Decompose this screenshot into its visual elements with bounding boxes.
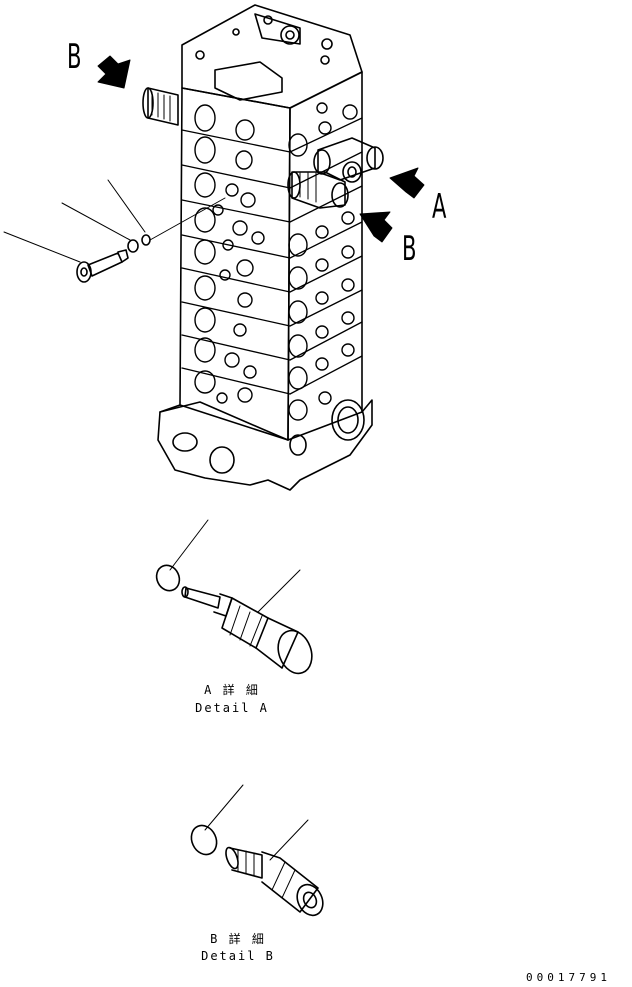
valve-section-lines [181, 117, 363, 395]
exploded-plug-parts [3, 179, 226, 283]
o-ring-large [127, 239, 139, 253]
relief-valve-b-on-body [287, 171, 349, 209]
detail-b-leader-valve [269, 819, 309, 861]
detail-a-leader-valve [257, 569, 301, 613]
detail-b-o-ring [190, 824, 218, 856]
detail-a-relief-valve [181, 586, 313, 675]
detail-b-caption-jp: B 詳 細 [210, 932, 266, 946]
callout-label-b-top: B [67, 37, 82, 77]
valve-right-ports [288, 102, 358, 421]
plug-bolt [76, 249, 129, 283]
o-ring-small [141, 234, 151, 246]
callout-arrows [97, 55, 425, 243]
arrow-b-top [97, 55, 131, 89]
detail-a-drawing [155, 519, 313, 675]
detail-a-caption-en: Detail A [195, 701, 269, 715]
callout-label-b-right: B [402, 229, 417, 269]
detail-b-leader-ring [204, 784, 244, 831]
document-number: 00017791 [526, 971, 611, 984]
detail-a-caption-jp: A 詳 細 [204, 683, 260, 697]
explode-axis-line [149, 197, 226, 241]
leader-line-1 [3, 231, 81, 263]
arrow-a [389, 167, 425, 199]
leader-line-3 [107, 179, 146, 233]
valve-base-block [157, 399, 373, 491]
arrow-b-right [359, 211, 393, 243]
valve-left-ports [194, 104, 265, 404]
relief-valve-a-on-body [313, 137, 384, 183]
control-valve-assembly [157, 4, 373, 491]
detail-b-caption-en: Detail B [201, 949, 275, 963]
relief-valve-top-left [142, 87, 179, 126]
detail-a-leader-ring [169, 519, 209, 571]
detail-b-relief-valve [225, 846, 324, 917]
callout-label-a: A [432, 187, 447, 227]
detail-a-o-ring [155, 564, 181, 592]
leader-line-2 [61, 202, 131, 241]
detail-b-drawing [190, 784, 324, 917]
